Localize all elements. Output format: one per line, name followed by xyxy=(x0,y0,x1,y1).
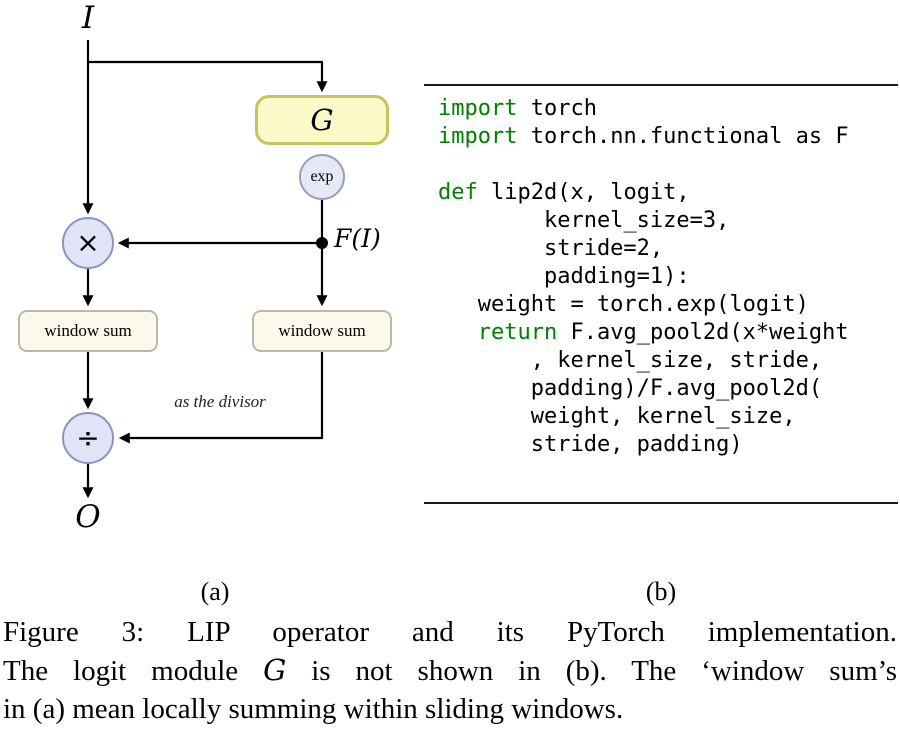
window-sum-right-label: window sum xyxy=(278,321,366,340)
diagram-edges xyxy=(82,40,328,499)
code-line: import torch xyxy=(438,95,898,123)
code-line: , kernel_size, stride, xyxy=(438,347,898,375)
logit-module-node: G xyxy=(255,95,389,145)
logit-module-label: G xyxy=(310,103,334,137)
code-line: padding)/F.avg_pool2d( xyxy=(438,375,898,403)
multiply-symbol: × xyxy=(76,226,100,259)
code-text: kernel_size=3, xyxy=(438,208,730,233)
panel-a-label: (a) xyxy=(200,577,230,606)
caption-line-1: Figure 3: LIP operator and its PyTorch i… xyxy=(3,616,897,648)
caption-line-3: in (a) mean locally summing within slidi… xyxy=(3,693,624,725)
code-text: lip2d(x, logit, xyxy=(477,180,690,205)
code-text: F.avg_pool2d(x*weight xyxy=(557,320,849,345)
code-keyword: import xyxy=(438,96,518,121)
window-sum-right-node: window sum xyxy=(252,310,392,352)
feature-map-label: F(I) xyxy=(334,224,381,253)
code-keyword: return xyxy=(477,320,558,345)
code-line: return F.avg_pool2d(x*weight xyxy=(438,319,898,347)
figure-caption: Figure 3: LIP operator and its PyTorch i… xyxy=(3,613,897,728)
output-label: O xyxy=(75,499,101,535)
input-label: I xyxy=(81,0,95,36)
multiply-node: × xyxy=(62,217,114,269)
exp-node: exp xyxy=(299,154,345,200)
caption-line-2: The logit module G is not shown in (b). … xyxy=(3,651,897,690)
code-text: weight = torch.exp(logit) xyxy=(438,292,809,317)
code-line: kernel_size=3, xyxy=(438,207,898,235)
code-text: weight, kernel_size, xyxy=(438,404,796,429)
code-line: stride, padding) xyxy=(438,431,898,459)
exp-label: exp xyxy=(310,168,334,185)
code-text: torch.nn.functional as F xyxy=(517,124,849,149)
code-text: , kernel_size, stride, xyxy=(438,348,823,373)
code-keyword: def xyxy=(438,180,478,205)
code-text: padding=1): xyxy=(438,264,690,289)
window-sum-left-node: window sum xyxy=(18,310,158,352)
code-text: padding)/F.avg_pool2d( xyxy=(438,376,823,401)
code-text xyxy=(438,320,478,345)
divisor-annotation: as the divisor xyxy=(174,392,266,411)
pytorch-code-block: import torch import torch.nn.functional … xyxy=(424,84,898,504)
code-keyword: import xyxy=(438,124,518,149)
code-line xyxy=(438,151,898,179)
divide-node: ÷ xyxy=(62,412,114,464)
caption-text: is not shown in (b). The ‘window sum’s xyxy=(286,655,897,687)
code-line: padding=1): xyxy=(438,263,898,291)
caption-text: The logit module xyxy=(3,655,264,687)
edge-input-to-logit-module xyxy=(88,60,328,93)
code-line: weight, kernel_size, xyxy=(438,403,898,431)
code-text: torch xyxy=(517,96,597,121)
panel-b-label: (b) xyxy=(645,577,677,606)
code-line: stride=2, xyxy=(438,235,898,263)
window-sum-left-label: window sum xyxy=(44,321,132,340)
caption-script-g: G xyxy=(263,653,287,687)
code-text: stride=2, xyxy=(438,236,664,261)
code-line: import torch.nn.functional as F xyxy=(438,123,898,151)
code-text: stride, padding) xyxy=(438,432,743,457)
code-line: def lip2d(x, logit, xyxy=(438,179,898,207)
fi-junction-dot xyxy=(316,237,328,249)
code-line: weight = torch.exp(logit) xyxy=(438,291,898,319)
divide-symbol: ÷ xyxy=(76,421,100,454)
edge-window-sum-right-to-divide xyxy=(118,352,324,444)
